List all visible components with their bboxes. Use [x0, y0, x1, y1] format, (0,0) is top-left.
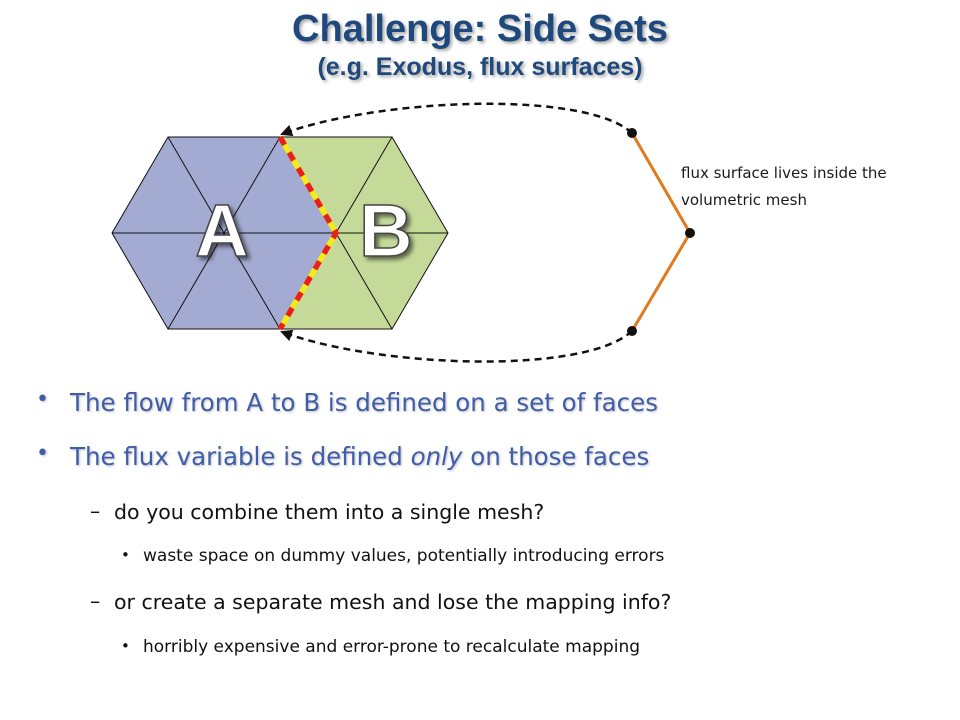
- bullet-flux-variable-post: on those faces: [462, 442, 650, 471]
- bullet-flux-variable-emphasis: only: [410, 442, 463, 471]
- detail-recalculate-mapping: horribly expensive and error-prone to re…: [121, 637, 640, 657]
- mapping-arrow-top: [280, 102, 633, 137]
- title-block: Challenge: Side Sets (e.g. Exodus, flux …: [0, 6, 960, 82]
- side-set-line-dashes: [277, 135, 340, 331]
- flux-surface-node-top: [627, 128, 637, 138]
- side-set-interface: [277, 135, 340, 331]
- detail-dummy-values: waste space on dummy values, potentially…: [121, 546, 664, 566]
- subbullet-single-mesh: do you combine them into a single mesh?: [90, 499, 544, 524]
- subbullet-separate-mesh: or create a separate mesh and lose the m…: [90, 589, 671, 614]
- slide-subtitle: (e.g. Exodus, flux surfaces): [317, 53, 643, 81]
- flux-surface-note: flux surface lives inside the volumetric…: [681, 164, 887, 209]
- bullet-flux-variable: The flux variable is defined only on tho…: [36, 441, 650, 471]
- slide-title: Challenge: Side Sets: [292, 8, 668, 50]
- mapping-arrow-bottom: [280, 329, 633, 363]
- bullet-flow: The flow from A to B is defined on a set…: [36, 387, 658, 417]
- region-b-label: B: [359, 189, 412, 272]
- bullet-flux-variable-pre: The flux variable is defined: [70, 442, 411, 471]
- region-a-label: A: [195, 189, 248, 272]
- flux-surface-node-bottom: [627, 326, 637, 336]
- flux-surface-node-middle: [685, 228, 695, 238]
- mesh-edges: [112, 136, 448, 330]
